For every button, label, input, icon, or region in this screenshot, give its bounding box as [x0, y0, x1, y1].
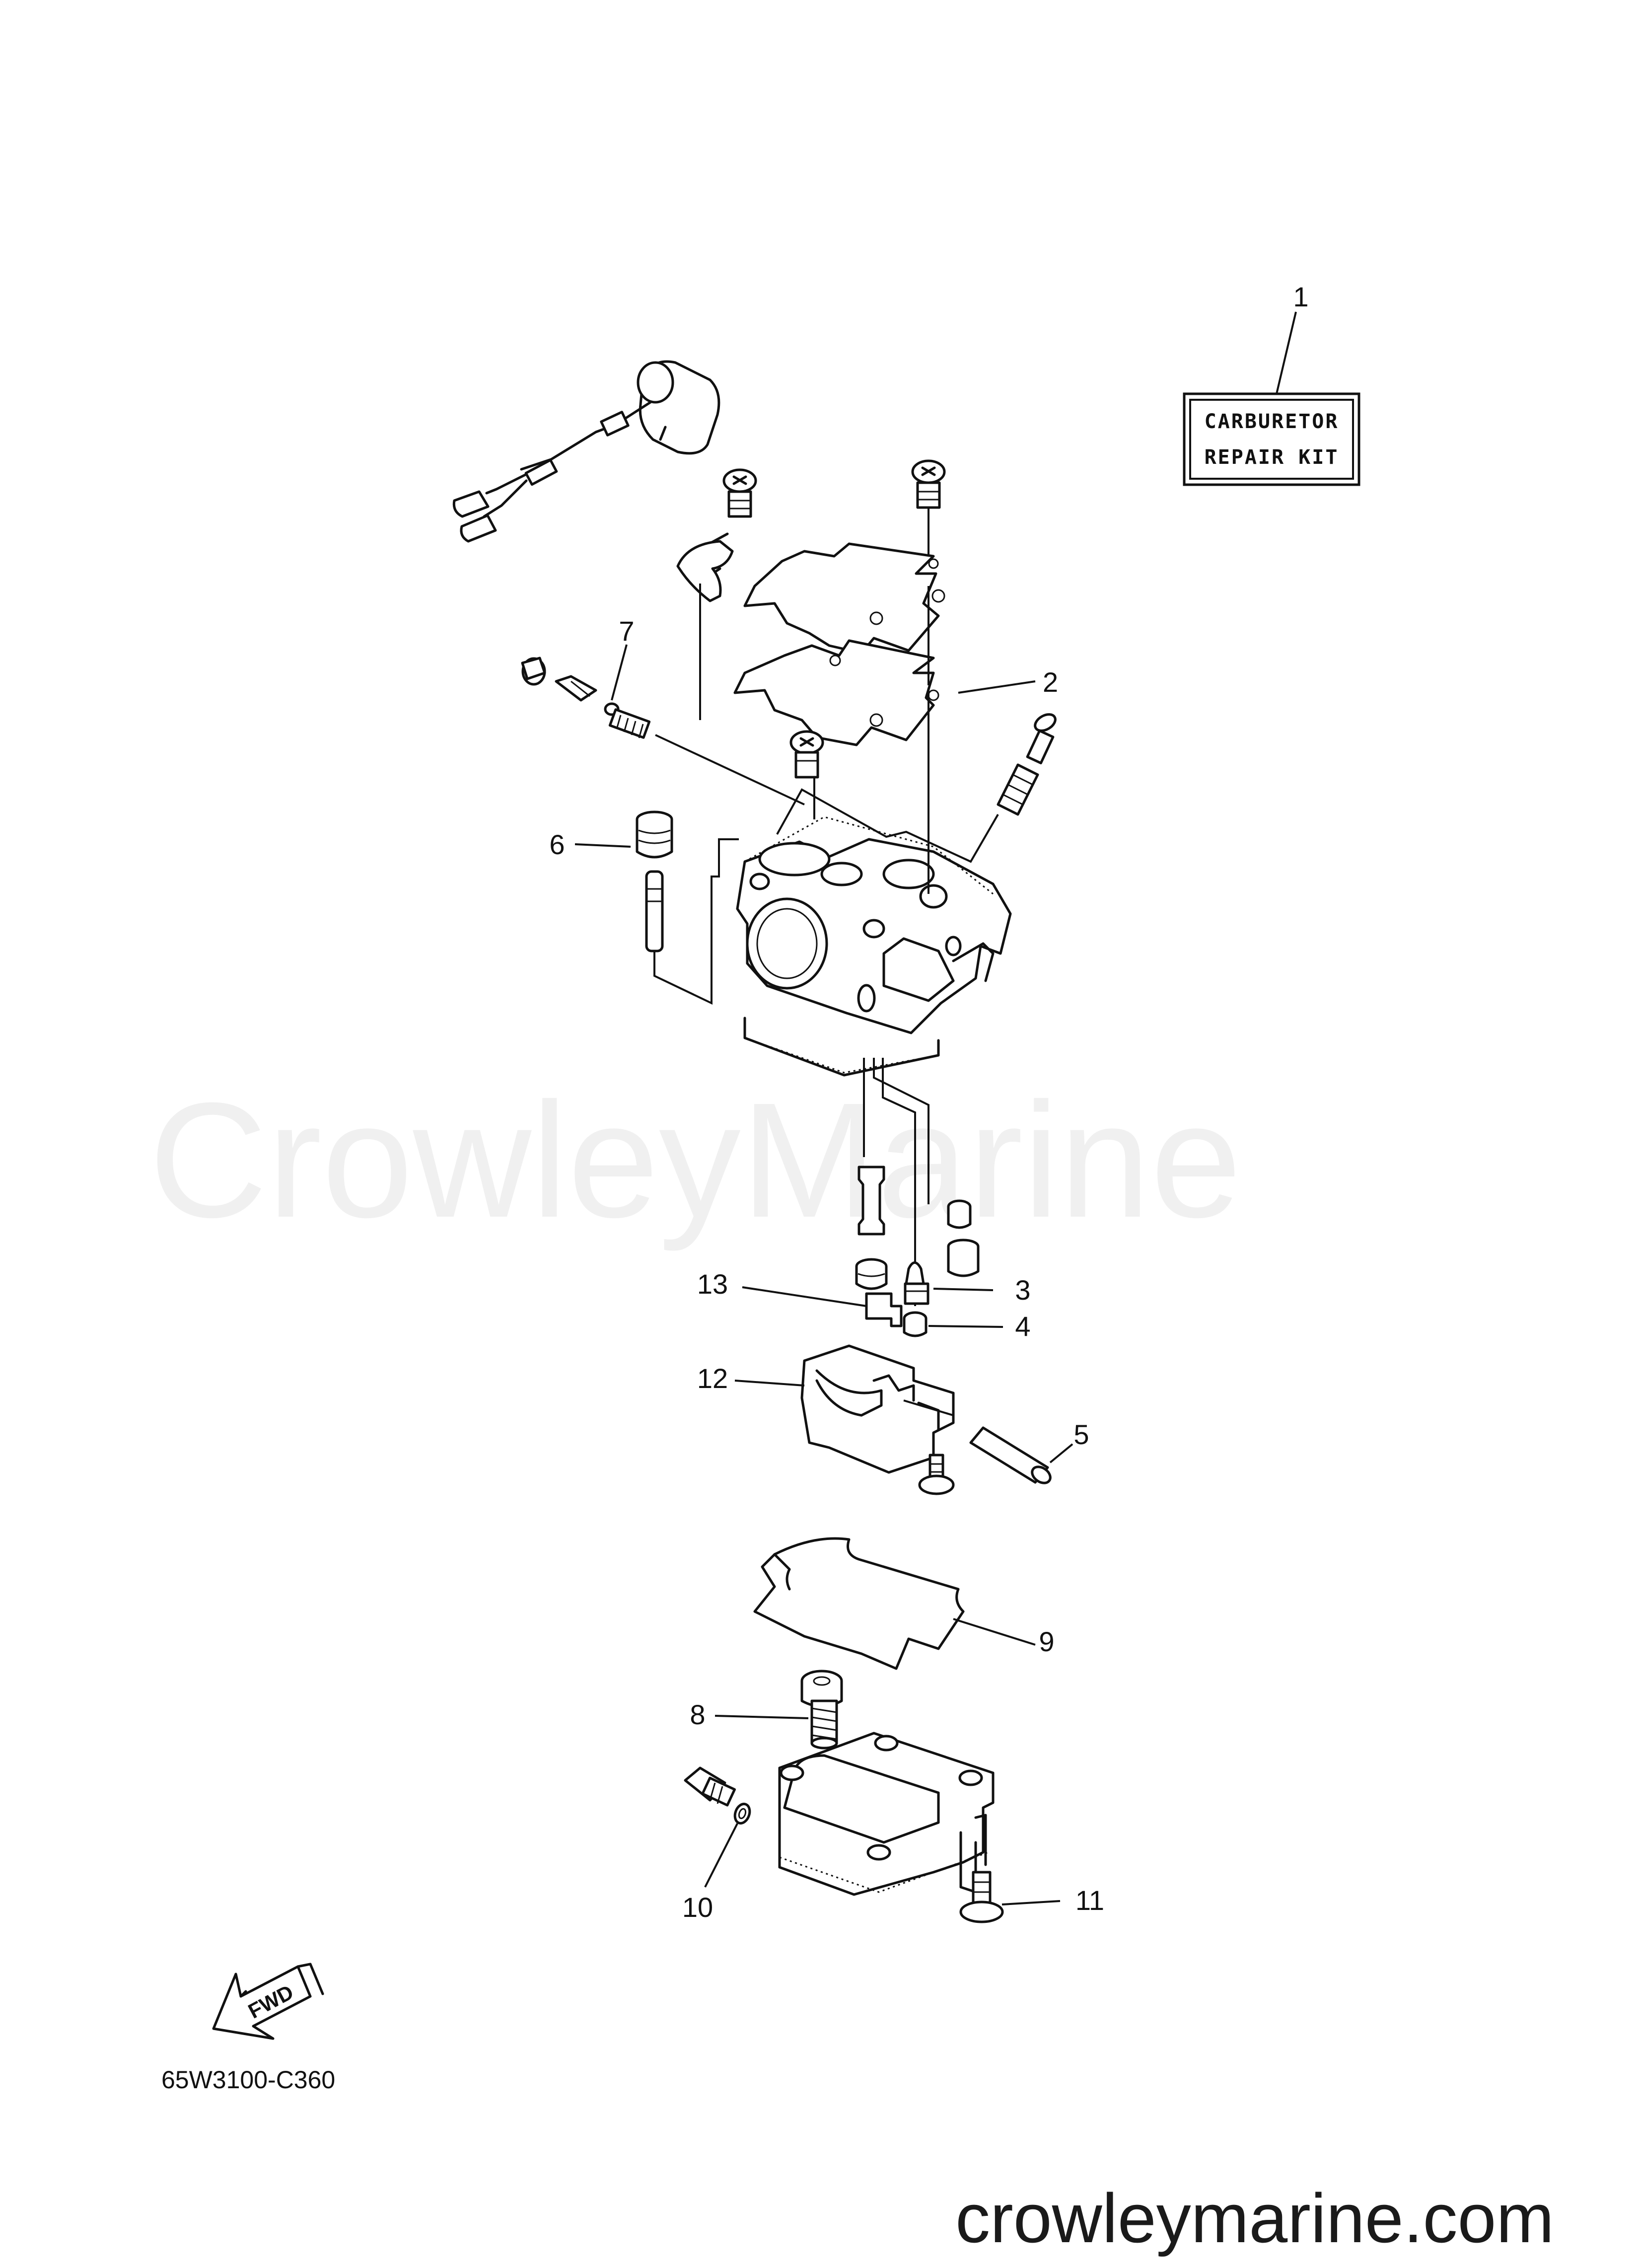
gasket-part-2 [733, 586, 939, 746]
diagram-code: 65W3100-C360 [161, 2066, 335, 2094]
middle-screw [789, 730, 824, 819]
callout-3[interactable]: 3 [1015, 1274, 1030, 1306]
main-jet-part-6 [636, 810, 739, 1005]
pilot-screw-assembly [521, 657, 805, 805]
choke-link-part [676, 532, 734, 720]
throttle-screw-spring [776, 713, 1057, 863]
callout-11[interactable]: 11 [1075, 1885, 1104, 1916]
callout-6[interactable]: 6 [549, 829, 565, 860]
float-part-12 [800, 1344, 955, 1474]
float-screw [918, 1454, 955, 1495]
kit-label-line1: CARBURETOR [1205, 410, 1339, 433]
carburetor-body [736, 816, 1012, 1077]
spring-part-8 [810, 1699, 838, 1750]
callout-4[interactable]: 4 [1015, 1311, 1030, 1342]
callout-8[interactable]: 8 [690, 1699, 705, 1730]
callout-2[interactable]: 2 [1043, 666, 1058, 698]
upper-gasket [743, 542, 945, 655]
callout-12[interactable]: 12 [697, 1363, 728, 1394]
washer-part-10 [733, 1803, 751, 1825]
pilot-jet-parts [855, 1058, 980, 1306]
top-screw-left [722, 468, 757, 518]
callout-10[interactable]: 10 [682, 1892, 713, 1923]
needle-valve-part-3 [904, 1261, 929, 1305]
fuel-connector-part [452, 360, 720, 543]
bowl-screw-part-11 [959, 1871, 1004, 1923]
callout-1[interactable]: 1 [1293, 281, 1308, 312]
footer-url[interactable]: crowleymarine.com [955, 2179, 1554, 2257]
callout-9[interactable]: 9 [1039, 1626, 1054, 1657]
valve-seat-part-4 [903, 1311, 928, 1337]
float-chamber-gasket-part-9 [753, 1537, 965, 1670]
carburetor-repair-kit-box[interactable]: CARBURETOR REPAIR KIT [1183, 392, 1360, 486]
top-screw-right [911, 459, 946, 556]
callout-5[interactable]: 5 [1073, 1419, 1089, 1450]
callout-7[interactable]: 7 [619, 615, 634, 647]
float-pin-part-5 [969, 1426, 1052, 1484]
watermark-text: CrowleyMarine [149, 1068, 1242, 1252]
gasket-part-13 [865, 1292, 903, 1327]
drain-screw [684, 1766, 736, 1807]
float-bowl [778, 1732, 995, 1896]
callout-13[interactable]: 13 [697, 1268, 728, 1300]
fwd-arrow: FWD [212, 1963, 324, 2040]
kit-label-line2: REPAIR KIT [1205, 446, 1339, 469]
rubber-cap [800, 1670, 843, 1708]
